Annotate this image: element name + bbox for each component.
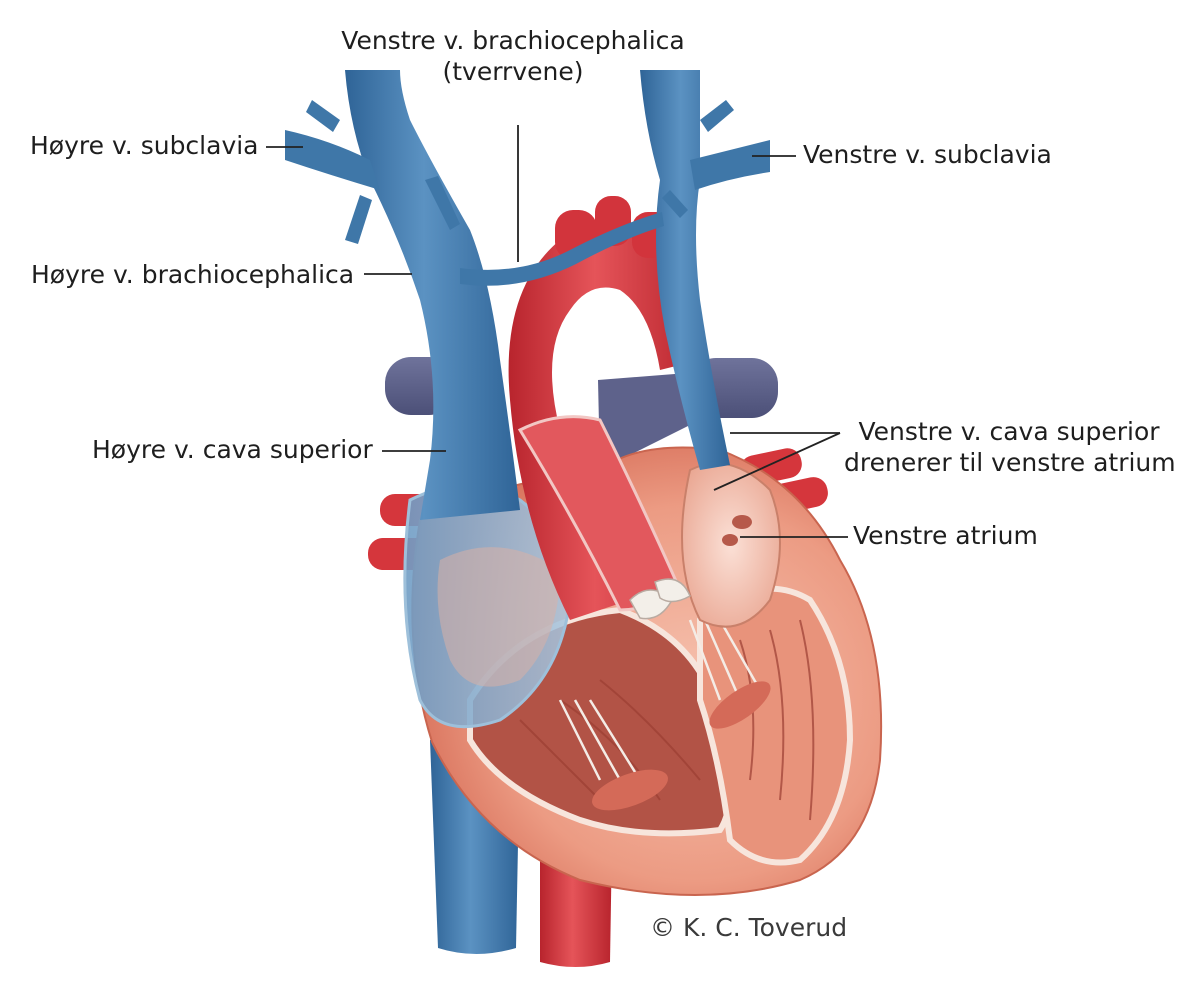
label-left-brachiocephalic: Venstre v. brachiocephalica (tverrvene) (318, 25, 708, 87)
papillary-muscles (592, 681, 771, 811)
leader-lines (266, 125, 848, 538)
label-left-svc-line1: Venstre v. cava superior (858, 417, 1160, 446)
right-jugular-branches (306, 100, 460, 244)
left-brachiocephalic-vein (460, 212, 664, 286)
label-right-subclavian: Høyre v. subclavia (30, 131, 259, 160)
copyright-credit: © K. C. Toverud (650, 913, 848, 942)
right-atrium-interior (437, 547, 560, 687)
label-left-subclavian: Venstre v. subclavia (803, 140, 1052, 169)
label-right-brachiocephalic: Høyre v. brachiocephalica (31, 260, 355, 289)
label-left-atrium: Venstre atrium (853, 521, 1038, 550)
right-subclavian-vein (285, 130, 380, 190)
chordae-tendineae (558, 619, 762, 781)
left-jugular-branches (662, 100, 734, 218)
label-left-brachiocephalic-line1: Venstre v. brachiocephalica (341, 26, 685, 55)
aortic-valve (629, 578, 691, 620)
label-left-svc-line2: drenerer til venstre atrium (844, 448, 1176, 477)
label-left-svc: Venstre v. cava superior drenerer til ve… (844, 416, 1176, 478)
right-superior-vena-cava (345, 70, 520, 520)
left-subclavian-vein (690, 140, 770, 190)
label-left-brachiocephalic-line2: (tverrvene) (442, 57, 584, 86)
ligamentum-arteriosum (625, 347, 641, 365)
label-right-svc: Høyre v. cava superior (92, 435, 373, 464)
left-superior-vena-cava (640, 70, 730, 470)
pulmonary-vein-openings (722, 515, 752, 546)
leader-left-svc-b (713, 432, 841, 491)
aortic-arch (508, 227, 700, 620)
